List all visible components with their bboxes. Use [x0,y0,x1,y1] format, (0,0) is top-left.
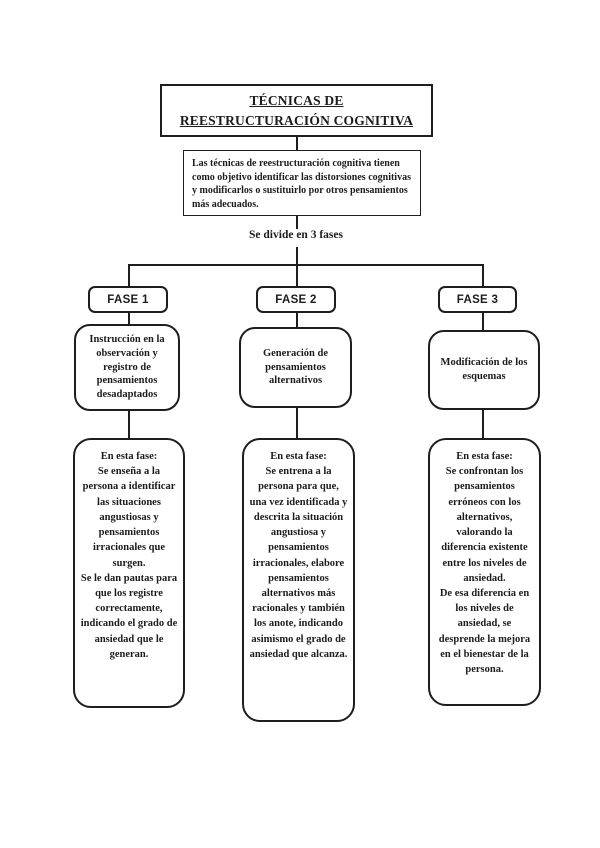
phase-3-label-box: FASE 3 [438,286,517,313]
phase-1-detail-heading: En esta fase: [100,451,158,462]
connector-line [482,410,484,438]
phase-3-label: FASE 3 [456,293,499,306]
connector-line [296,137,298,150]
phase-2-detail-body: Se entrena a la persona para que, una ve… [249,466,348,660]
phase-2-summary-box: Generación de pensamientos alternativos [239,327,352,408]
connector-line [296,313,298,327]
phase-1-label: FASE 1 [107,293,149,306]
phase-2-label-box: FASE 2 [256,286,336,313]
phase-1-detail-body: Se enseña a la persona a identificar las… [80,466,178,660]
phase-1-summary: Instrucción en la observación y registro… [89,334,165,400]
connector-line [128,411,130,438]
phase-2-summary: Generación de pensamientos alternativos [262,348,329,387]
phase-1-label-box: FASE 1 [88,286,168,313]
phase-3-detail-body: Se confrontan los pensamientos erróneos … [438,466,531,676]
phase-2-detail-box: En esta fase: Se entrena a la persona pa… [242,438,355,722]
diagram-title: TÉCNICAS DE REESTRUCTURACIÓN COGNITIVA [179,92,414,128]
connector-line [128,313,130,324]
phase-1-detail-box: En esta fase: Se enseña a la persona a i… [73,438,185,708]
diagram-title-box: TÉCNICAS DE REESTRUCTURACIÓN COGNITIVA [160,84,433,137]
phase-3-detail-box: En esta fase: Se confrontan los pensamie… [428,438,541,706]
connector-line [482,313,484,330]
connector-line [482,264,484,286]
connector-line [128,264,130,286]
phase-3-summary: Modificación de los esquemas [440,357,528,382]
intro-box: Las técnicas de reestructuración cogniti… [183,150,421,216]
branch-line [128,264,483,266]
connector-line [296,247,298,265]
phase-3-summary-box: Modificación de los esquemas [428,330,540,410]
phase-2-detail-heading: En esta fase: [270,451,327,462]
phase-2-label: FASE 2 [275,293,317,306]
connector-line [296,216,298,229]
connector-line [296,264,298,286]
divider-label: Se divide en 3 fases [196,229,396,241]
connector-line [296,408,298,438]
intro-text: Las técnicas de reestructuración cogniti… [192,158,411,210]
phase-1-summary-box: Instrucción en la observación y registro… [74,324,180,411]
phase-3-detail-heading: En esta fase: [456,451,513,462]
